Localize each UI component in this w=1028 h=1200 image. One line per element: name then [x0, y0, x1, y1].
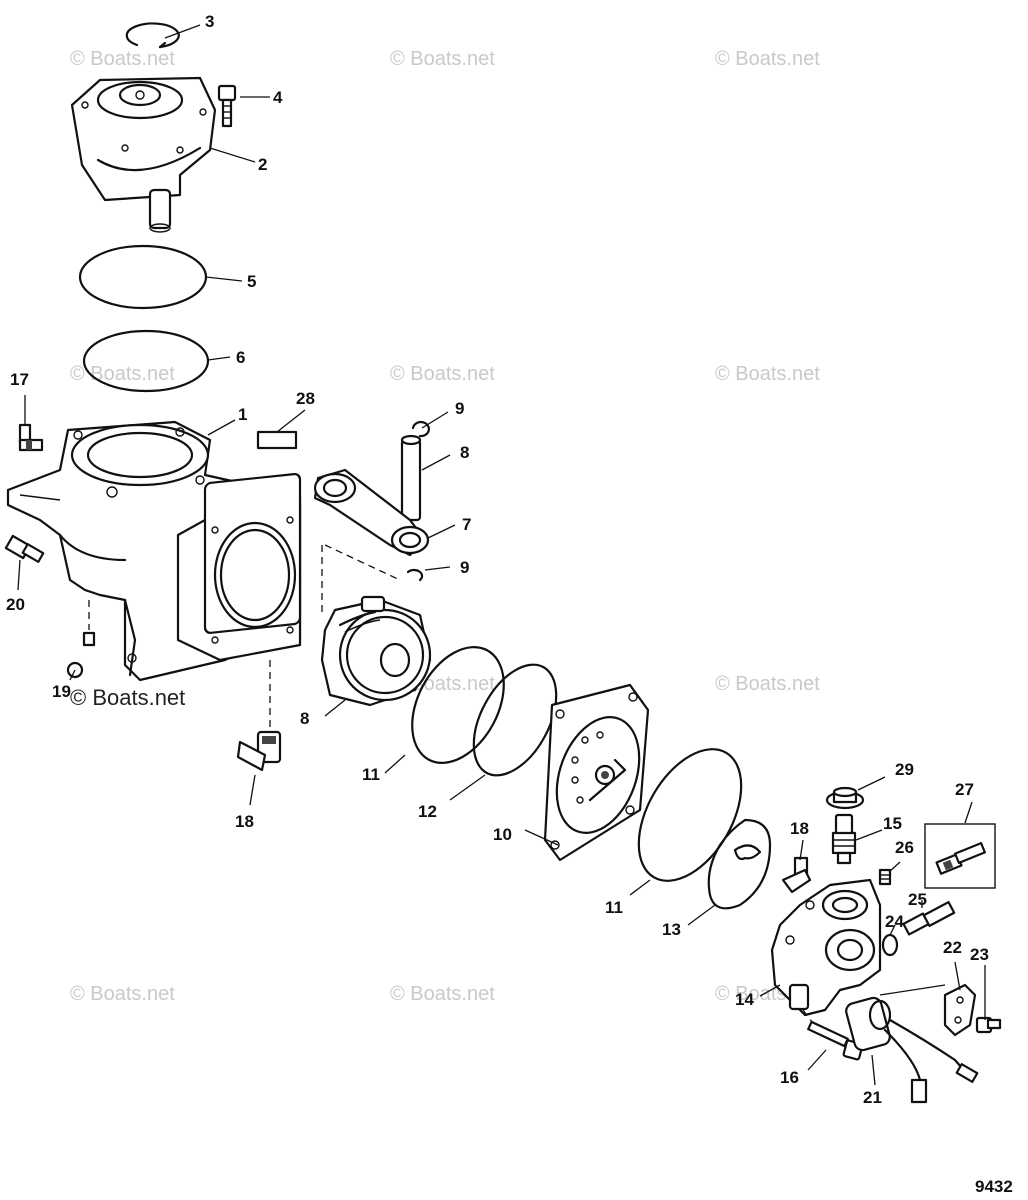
part-17-elbow-fitting	[18, 423, 44, 452]
callout-labels: 3 4 2 5 6 1 17 20 19 28 9 8 7 9 8 11 12 …	[6, 12, 989, 1107]
callout-18: 18	[235, 812, 254, 831]
callout-2: 2	[258, 155, 267, 174]
callout-24: 24	[885, 912, 904, 931]
callout-8: 8	[300, 709, 309, 728]
callout-7: 7	[462, 515, 471, 534]
assembly-line	[324, 544, 401, 581]
part-3-retaining-ring	[125, 22, 180, 49]
watermark-dark: © Boats.net	[70, 685, 185, 710]
watermark: © Boats.net	[390, 983, 495, 1005]
callout-19: 19	[52, 682, 71, 701]
part-9-clip-upper	[411, 420, 430, 438]
leader-lines	[17, 24, 986, 1086]
part-8-piston	[320, 595, 432, 707]
part-12-o-ring	[472, 663, 558, 777]
figure-number: 9432	[975, 1177, 1013, 1196]
callout-20: 20	[6, 595, 25, 614]
part-18-elbow-fitting	[236, 660, 282, 772]
callout-17: 17	[10, 370, 29, 389]
part-8-piston-pin	[400, 434, 422, 522]
watermark: © Boats.net	[70, 48, 175, 70]
watermark: © Boats.net	[390, 48, 495, 70]
callout-13: 13	[662, 920, 681, 939]
callout-23: 23	[970, 945, 989, 964]
callout-11: 11	[362, 765, 380, 784]
part-22-bracket	[943, 983, 977, 1037]
part-15-valve	[831, 813, 857, 865]
part-18-elbow-fitting	[781, 856, 812, 894]
part-28-block	[256, 430, 298, 450]
part-19-plug	[66, 600, 96, 679]
callout-14: 14	[735, 990, 754, 1009]
part-13-gasket	[707, 818, 772, 910]
part-2-cylinder-head	[70, 76, 217, 233]
callout-18: 18	[790, 819, 809, 838]
watermark: © Boats.net	[715, 48, 820, 70]
callout-15: 15	[883, 814, 902, 833]
part-10-plate	[543, 683, 650, 862]
callout-1: 1	[238, 405, 247, 424]
callout-27: 27	[955, 780, 974, 799]
part-21-sensor	[845, 984, 979, 1104]
callout-4: 4	[273, 88, 283, 107]
part-4-bolt	[217, 84, 237, 128]
part-14-pump-housing	[770, 878, 882, 1031]
part-9-clip-lower	[406, 568, 424, 582]
callout-8: 8	[460, 443, 469, 462]
callout-12: 12	[418, 802, 437, 821]
callout-10: 10	[493, 825, 512, 844]
part-20-fitting	[4, 534, 45, 563]
part-7-connecting-rod	[313, 468, 430, 557]
watermark: © Boats.net	[715, 363, 820, 385]
part-24-washer	[881, 933, 899, 957]
part-1-cylinder-housing	[6, 420, 302, 682]
callout-9: 9	[460, 558, 469, 577]
callout-6: 6	[236, 348, 245, 367]
watermark: © Boats.net	[390, 363, 495, 385]
part-26-plug	[878, 868, 892, 886]
callout-9: 9	[455, 399, 464, 418]
callout-22: 22	[943, 938, 962, 957]
part-6-o-ring	[82, 329, 210, 393]
part-25-fitting	[902, 901, 956, 936]
callout-11: 11	[605, 898, 623, 917]
callout-21: 21	[863, 1088, 882, 1107]
part-27-fitting-detail	[924, 823, 996, 889]
callout-26: 26	[895, 838, 914, 857]
callout-29: 29	[895, 760, 914, 779]
watermark: © Boats.net	[715, 673, 820, 695]
callout-5: 5	[247, 272, 256, 291]
callout-3: 3	[205, 12, 214, 31]
part-5-o-ring	[78, 244, 208, 310]
callout-25: 25	[908, 890, 927, 909]
part-23-bolt	[975, 1016, 1002, 1034]
part-11-o-ring	[411, 646, 505, 764]
callout-16: 16	[780, 1068, 799, 1087]
part-29-cap	[825, 786, 865, 810]
watermark: © Boats.net	[70, 983, 175, 1005]
callout-28: 28	[296, 389, 315, 408]
